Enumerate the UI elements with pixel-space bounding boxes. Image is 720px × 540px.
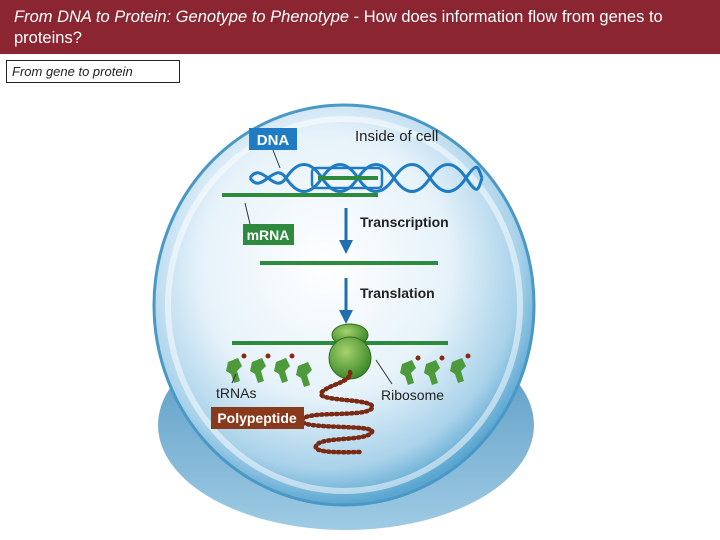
dna-helix [248, 163, 484, 193]
caption-box: From gene to protein [6, 60, 180, 83]
ribosome [328, 323, 372, 380]
mrna-label: mRNA [247, 227, 290, 243]
dna-label: DNA [257, 132, 290, 149]
trna-amino-acids-left [241, 353, 295, 359]
cell-membrane [152, 103, 536, 507]
page-title: From DNA to Protein: Genotype to Phenoty… [0, 0, 720, 54]
cell [152, 103, 536, 530]
dna-label-box: DNA [249, 128, 297, 150]
dna-label-bg [249, 128, 297, 150]
polypeptide-label-bg [211, 407, 304, 429]
title-rest: - How does information flow from genes t… [14, 8, 663, 47]
transcription-label: Transcription [360, 214, 449, 230]
trnas-left [226, 358, 312, 387]
ribosome-label: Ribosome [381, 387, 444, 403]
inside-of-cell-label: Inside of cell [355, 128, 438, 145]
trna [250, 358, 266, 383]
translation-label: Translation [360, 285, 435, 301]
dna-pointer [272, 149, 281, 169]
dna-strand-b [248, 163, 484, 193]
transcription-arrow [339, 208, 353, 254]
caption-text: From gene to protein [12, 64, 133, 79]
polypeptide-label-box: Polypeptide [211, 407, 304, 429]
trna [450, 358, 466, 383]
trna-amino-acids-right [415, 353, 471, 361]
trnas-pointer [231, 373, 237, 384]
trna [296, 362, 312, 387]
trna [274, 358, 290, 383]
translation-arrow [339, 278, 353, 324]
mrna-label-box: mRNA [243, 224, 294, 245]
trnas-right [400, 358, 466, 385]
trna [424, 360, 440, 385]
dna-open-region [310, 166, 384, 190]
ribosome-pointer [375, 359, 393, 385]
mrna-pointer [244, 202, 251, 225]
polypeptide-label: Polypeptide [217, 410, 297, 426]
trna [400, 360, 416, 385]
trna [226, 358, 242, 383]
cell-highlight [165, 116, 523, 494]
trnas-label: tRNAs [216, 385, 256, 401]
title-italic: From DNA to Protein: Genotype to Phenoty… [14, 8, 350, 26]
mrna-label-bg [243, 224, 294, 245]
